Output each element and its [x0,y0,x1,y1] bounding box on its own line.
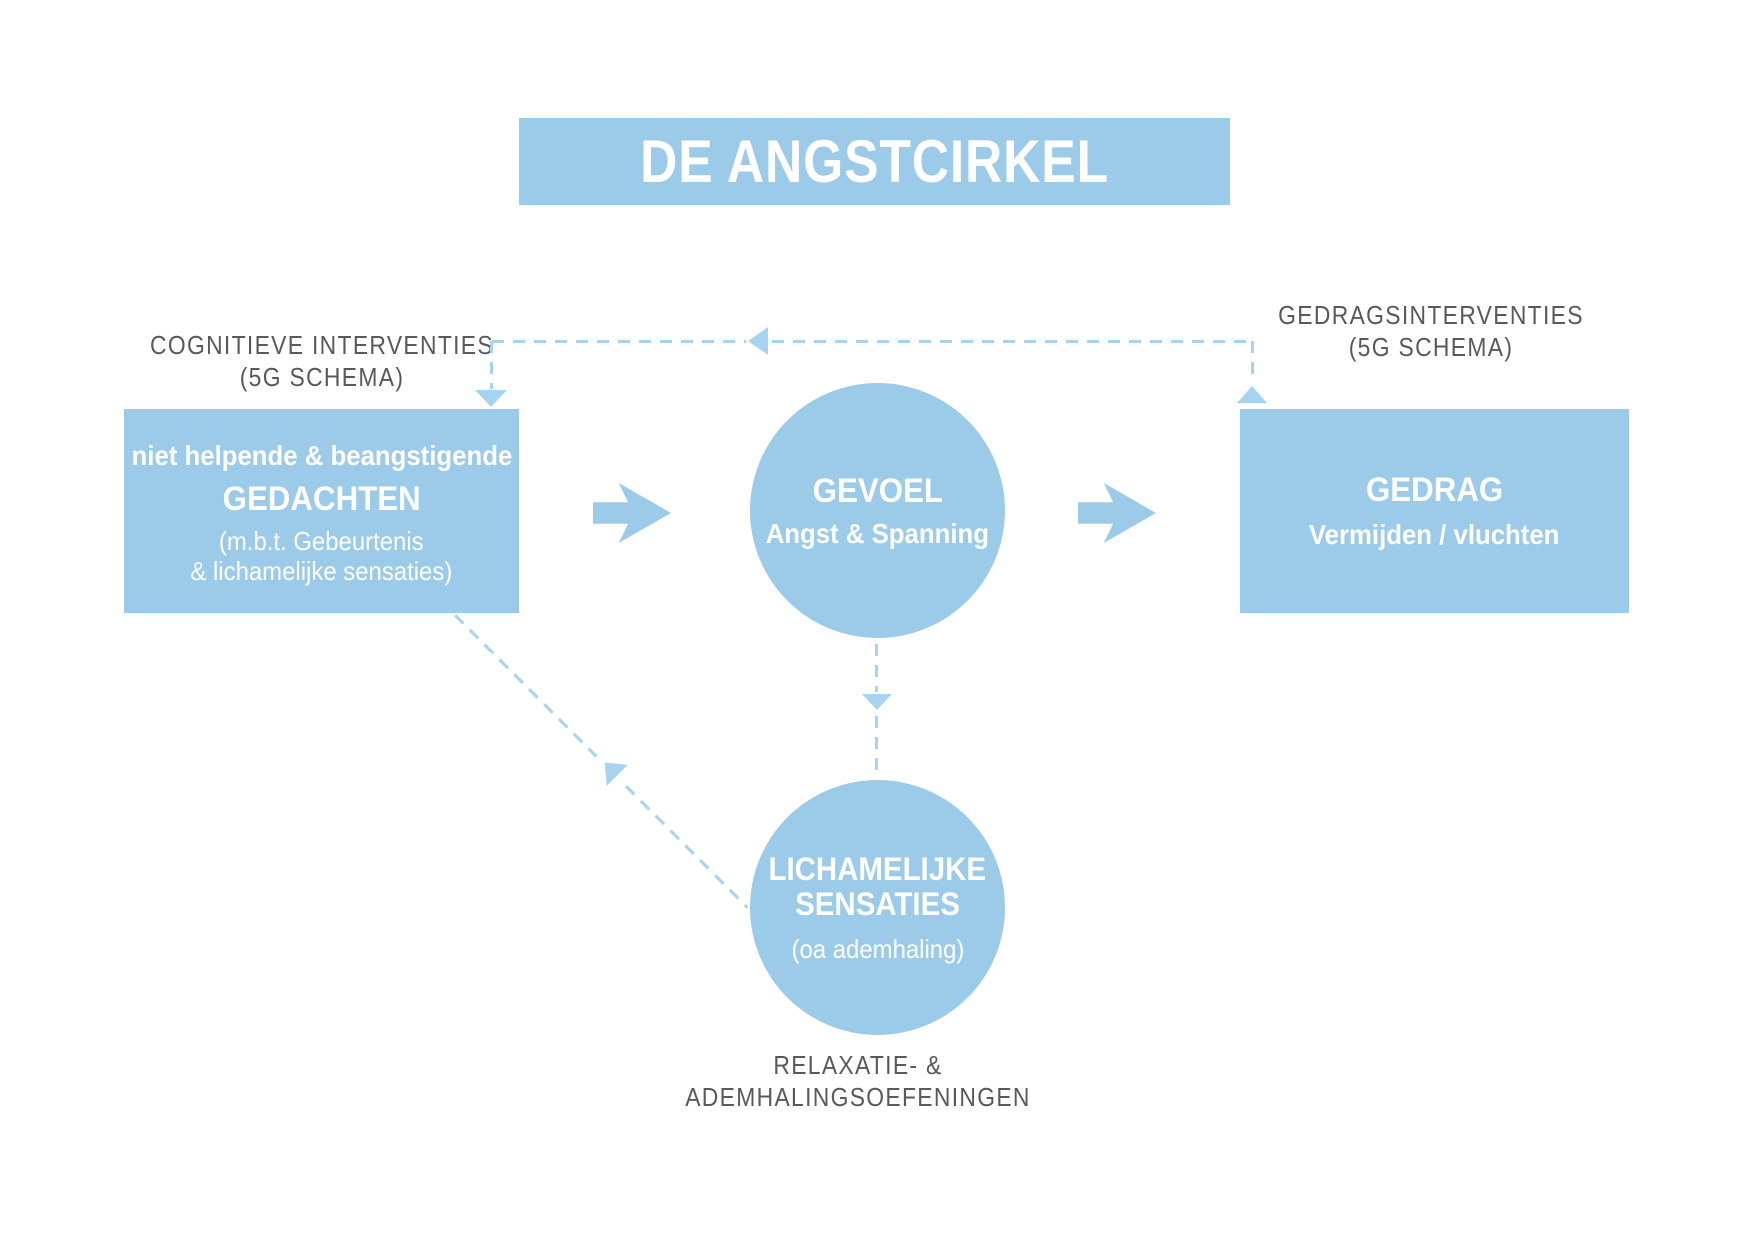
label-relaxation-line2: ADEMHALINGSOEFENINGEN [685,1082,1031,1112]
sensations-title-line1: LICHAMELIJKE [768,850,987,887]
node-thoughts-box: niet helpende & beangstigende GEDACHTEN … [124,409,519,613]
dashed-connector-from-behavior [1251,341,1254,383]
dashed-connector-top-right-segment [772,340,1252,343]
feeling-subtitle: Angst & Spanning [765,517,990,549]
node-sensations-circle: LICHAMELIJKE SENSATIES (oa ademhaling) [750,780,1005,1035]
node-feeling-circle: GEVOEL Angst & Spanning [750,383,1005,638]
arrowhead-down-icon [475,390,507,407]
arrow-right-icon [1078,483,1156,543]
label-cognitive-line1: COGNITIEVE INTERVENTIES [150,330,494,360]
thoughts-subtitle: niet helpende & beangstigende [131,440,512,471]
label-behavioral-line2: (5G SCHEMA) [1348,332,1514,362]
arrowhead-up-icon [1237,386,1267,403]
title-banner: DE ANGSTCIRKEL [519,118,1230,205]
label-behavioral-line1: GEDRAGSINTERVENTIES [1278,300,1584,330]
behavior-title: GEDRAG [1365,471,1504,509]
feeling-title: GEVOEL [812,471,943,510]
arrow-right-icon [593,483,671,543]
dashed-connector-feeling-sensations-lower [875,716,878,778]
arrowhead-down-icon [862,694,892,710]
label-cognitive-line2: (5G SCHEMA) [239,362,405,392]
dashed-connector-diagonal-lower [624,785,749,909]
label-relaxation-line1: RELAXATIE- & [773,1050,943,1080]
node-behavior-box: GEDRAG Vermijden / vluchten [1240,409,1629,613]
page-title: DE ANGSTCIRKEL [640,128,1109,195]
dashed-connector-top-left-segment [492,340,746,343]
dashed-connector-into-thoughts [490,341,493,389]
label-cognitive-interventions: COGNITIEVE INTERVENTIES (5G SCHEMA) [102,329,542,393]
arrowhead-up-left-icon [594,752,628,786]
thoughts-note-line1: (m.b.t. Gebeurtenis [219,526,424,556]
label-behavioral-interventions: GEDRAGSINTERVENTIES (5G SCHEMA) [1211,299,1651,363]
arrowhead-left-icon [748,327,768,355]
thoughts-note-line2: & lichamelijke sensaties) [190,556,453,586]
label-relaxation-exercises: RELAXATIE- & ADEMHALINGSOEFENINGEN [638,1049,1078,1113]
dashed-connector-diagonal-upper [453,614,598,758]
dashed-connector-feeling-sensations-upper [875,644,878,692]
sensations-note: (oa ademhaling) [791,933,964,964]
sensations-title-line2: SENSATIES [795,885,960,922]
thoughts-title: GEDACHTEN [222,480,421,518]
behavior-subtitle: Vermijden / vluchten [1309,519,1560,550]
